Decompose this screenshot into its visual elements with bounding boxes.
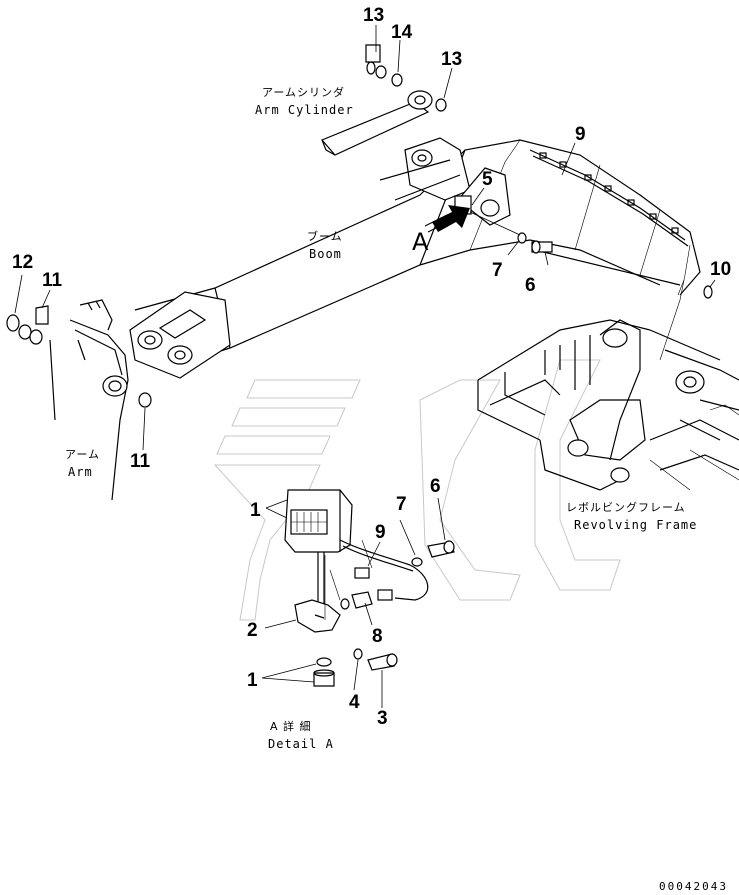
part-number-4: 4	[349, 692, 360, 713]
part-number-1-lamp: 1	[250, 500, 261, 521]
boom-label-jp: ブーム	[307, 229, 343, 243]
part-number-9-detail: 9	[375, 522, 386, 543]
arm-cylinder-label-jp: アームシリンダ	[262, 85, 345, 99]
view-arrow: A	[412, 205, 470, 256]
arm-label-jp: アーム	[65, 448, 100, 461]
part-numbers: 13 14 13 9 5 7 6 10 12 11 11 1 9 7 6 2 8…	[12, 5, 731, 729]
arm-label-en: Arm	[68, 465, 93, 479]
part-number-5: 5	[482, 169, 493, 190]
part-number-7-boom: 7	[492, 260, 503, 281]
leader-lines	[14, 25, 716, 708]
component-labels: アームシリンダ Arm Cylinder ブーム Boom アーム Arm レボ…	[65, 85, 697, 751]
arm-cylinder-label-en: Arm Cylinder	[255, 103, 354, 117]
part-number-10: 10	[710, 259, 731, 280]
part-number-7-detail: 7	[396, 494, 407, 515]
watermark	[213, 359, 621, 621]
view-marker-label: A	[412, 228, 429, 256]
boom	[129, 137, 701, 379]
drawing-number: 00042043	[659, 880, 728, 893]
revolving-frame-label-en: Revolving Frame	[574, 518, 697, 532]
part-number-6-detail: 6	[430, 476, 441, 497]
detail-a-assembly	[284, 489, 455, 687]
boom-label-en: Boom	[309, 247, 342, 261]
detail-label-jp: A 詳 細	[270, 719, 312, 733]
arm-cylinder	[320, 90, 433, 156]
part-number-11-left: 11	[42, 270, 63, 291]
part-number-6-boom: 6	[525, 275, 536, 296]
part-number-2: 2	[247, 620, 258, 641]
part-number-12: 12	[12, 252, 33, 273]
part-number-11-lower: 11	[130, 451, 151, 472]
part-number-13-right: 13	[441, 49, 462, 70]
part-number-14: 14	[391, 22, 413, 43]
revolving-frame	[477, 319, 739, 491]
part-number-8: 8	[372, 626, 383, 647]
hardware-parts	[6, 44, 713, 408]
revolving-frame-label-jp: レボルビングフレーム	[566, 500, 686, 514]
detail-label-en: Detail A	[268, 737, 334, 751]
part-number-3: 3	[377, 708, 388, 729]
arm	[49, 299, 129, 501]
part-number-13-top: 13	[363, 5, 384, 26]
part-number-9-boom: 9	[575, 124, 586, 145]
part-number-1-nut: 1	[247, 670, 258, 691]
